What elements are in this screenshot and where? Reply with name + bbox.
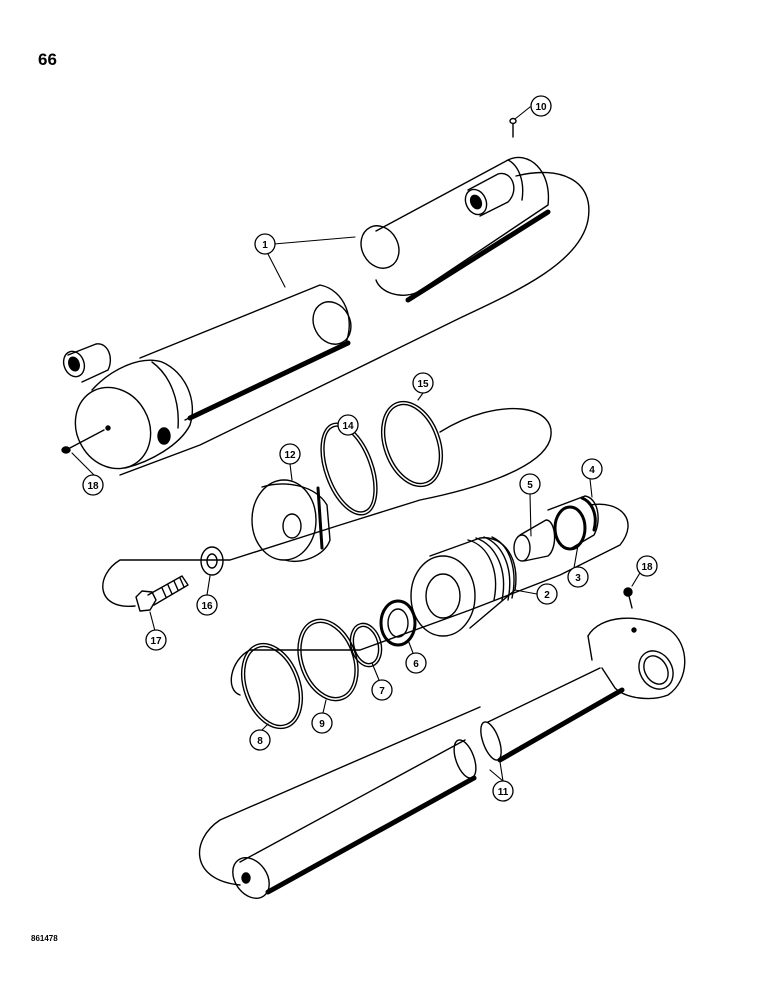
spacer-5	[513, 519, 556, 562]
callout-11: 11	[492, 780, 514, 802]
grease-fitting-left	[61, 429, 105, 454]
callout-label-11: 11	[498, 787, 509, 798]
callout-5: 5	[519, 473, 541, 495]
callout-8: 8	[249, 729, 271, 751]
washer-16	[200, 546, 224, 576]
cylinder-head-2	[410, 536, 517, 637]
callout-label-18-right: 18	[641, 562, 653, 573]
callout-label-14: 14	[342, 421, 354, 432]
group-loop-rod	[198, 706, 481, 886]
piston-rod-11	[232, 617, 686, 899]
callout-18-left: 18	[82, 474, 104, 496]
barrel-front-section	[62, 284, 352, 470]
grease-fitting-right	[623, 587, 633, 609]
callout-4: 4	[581, 458, 603, 480]
page-number: 66	[38, 50, 57, 69]
callout-label-5: 5	[527, 480, 533, 491]
callout-label-3: 3	[575, 573, 581, 584]
callout-10: 10	[530, 95, 552, 117]
callout-label-17: 17	[150, 636, 162, 647]
callout-label-10: 10	[535, 102, 547, 113]
piston-seal-15	[380, 400, 444, 488]
callout-16: 16	[196, 594, 218, 616]
callout-9: 9	[311, 712, 333, 734]
callout-label-2: 2	[544, 590, 550, 601]
callout-15: 15	[412, 372, 434, 394]
stop-rings-3-4	[547, 495, 599, 551]
callout-14: 14	[337, 414, 359, 436]
callout-2: 2	[536, 583, 558, 605]
callout-label-18-left: 18	[87, 481, 99, 492]
wiper-seal-6	[379, 599, 417, 647]
piston-ring-14	[320, 422, 378, 516]
callout-label-7: 7	[379, 686, 385, 697]
callout-18-right: 18	[636, 555, 658, 577]
callout-12: 12	[279, 443, 301, 465]
bolt-17	[135, 575, 189, 612]
group-loop-barrel	[119, 171, 590, 476]
group-loop-piston	[102, 407, 552, 607]
bleeder-screw-10	[509, 117, 517, 138]
barrel-rear-section	[360, 156, 551, 303]
callout-label-15: 15	[417, 379, 429, 390]
callout-3: 3	[567, 566, 589, 588]
group-loop-head	[230, 503, 629, 696]
callout-6: 6	[405, 652, 427, 674]
callout-label-4: 4	[589, 465, 595, 476]
callout-label-9: 9	[319, 719, 325, 730]
callout-label-8: 8	[257, 736, 263, 747]
figure-code: 861478	[31, 934, 58, 943]
callout-label-12: 12	[284, 450, 296, 461]
callout-1: 1	[254, 233, 276, 255]
callout-17: 17	[145, 629, 167, 651]
barrel-port-boss	[464, 172, 515, 217]
callout-7: 7	[371, 679, 393, 701]
piston-12	[251, 479, 331, 562]
callout-label-6: 6	[413, 659, 419, 670]
callout-label-1: 1	[262, 240, 268, 251]
callout-label-16: 16	[201, 601, 213, 612]
rod-seal-7	[349, 622, 383, 668]
o-ring-8	[240, 642, 304, 730]
backup-ring-9	[297, 618, 359, 702]
